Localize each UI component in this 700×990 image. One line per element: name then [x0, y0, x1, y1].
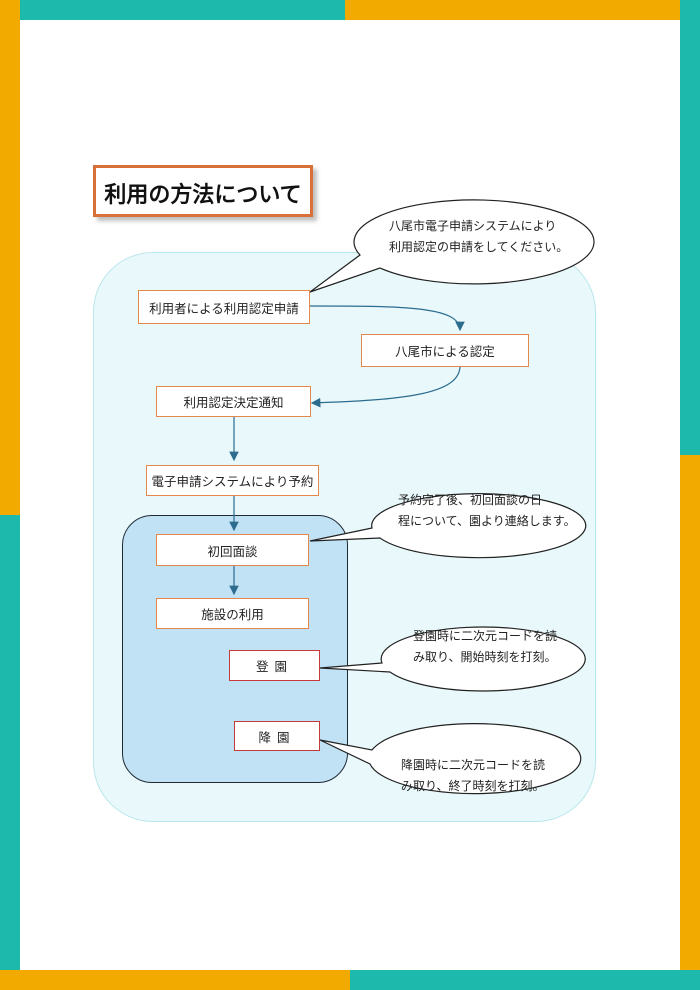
callout-leave-line: 降園時に二次元コードを読 — [401, 758, 546, 772]
step-arrive: 登園 — [229, 650, 320, 681]
arrow-certify-notice — [310, 365, 461, 408]
callout-interview-line: 程について、園より連絡します。 — [398, 514, 576, 528]
callout-arrive-text: 登園時に二次元コードを読 み取り、開始時刻を打刻。 — [413, 626, 557, 668]
frame-right-orange — [680, 455, 700, 990]
title-box: 利用の方法について — [93, 165, 313, 217]
callout-arrive-line: み取り、開始時刻を打刻。 — [413, 650, 557, 664]
callout-interview-text: 予約完了後、初回面談の日 程について、園より連絡します。 — [398, 490, 576, 532]
step-leave: 降園 — [234, 721, 320, 751]
step-apply: 利用者による利用認定申請 — [138, 290, 310, 324]
arrow-apply-certify — [309, 305, 465, 332]
step-notice: 利用認定決定通知 — [156, 386, 311, 417]
frame-left-orange — [0, 0, 20, 515]
callout-leave-bubble — [319, 723, 582, 795]
callout-apply-line: 利用認定の申請をしてください。 — [389, 240, 569, 254]
callout-arrive-line: 登園時に二次元コードを読 — [413, 629, 558, 643]
frame-left-teal — [0, 515, 20, 990]
step-use: 施設の利用 — [156, 598, 309, 629]
callout-arrive-bubble — [319, 626, 586, 692]
callout-leave-line: み取り、終了時刻を打刻。 — [401, 779, 545, 793]
page-title: 利用の方法について — [104, 183, 302, 208]
callout-interview-bubble — [309, 493, 587, 559]
callout-apply-text: 八尾市電子申請システムにより 利用認定の申請をしてください。 — [389, 216, 568, 258]
frame-bottom-orange — [0, 970, 350, 990]
step-reserve: 電子申請システムにより予約 — [146, 465, 319, 496]
frame-bottom-teal — [350, 970, 700, 990]
callout-apply-line: 八尾市電子申請システムにより — [389, 219, 557, 233]
step-certify: 八尾市による認定 — [361, 334, 529, 367]
step-interview: 初回面談 — [156, 534, 309, 566]
callout-leave-text: 降園時に二次元コードを読 み取り、終了時刻を打刻。 — [401, 755, 545, 797]
callout-interview-line: 予約完了後、初回面談の日 — [398, 493, 543, 507]
frame-top-orange — [345, 0, 700, 20]
frame-top-teal — [0, 0, 345, 20]
frame-right-teal — [680, 0, 700, 455]
callout-apply-bubble — [309, 199, 595, 293]
